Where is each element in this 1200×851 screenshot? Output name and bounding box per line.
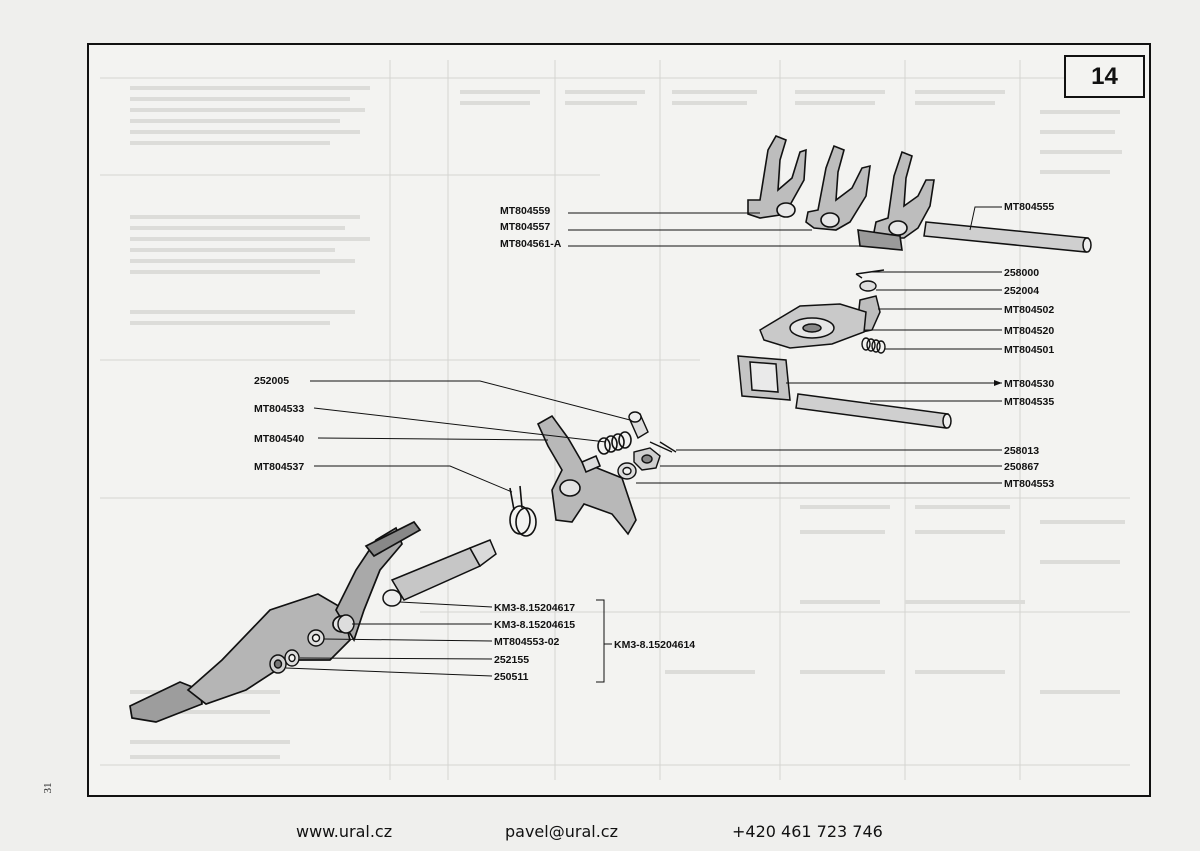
shift-segment-MT804530 <box>737 355 791 401</box>
shift-fork-MT804559 <box>747 134 807 219</box>
callout-label: MT804502 <box>1004 304 1054 316</box>
shift-fork-MT804561-A <box>857 150 935 251</box>
spring-MT804501 <box>861 337 886 354</box>
callout-label: MT804530 <box>1004 378 1054 390</box>
pin-258013 <box>649 441 677 453</box>
shift-fork-MT804557 <box>805 144 871 231</box>
washer-MT804553 <box>617 462 637 480</box>
shaft-MT804535 <box>795 393 952 429</box>
callout-label: 258013 <box>1004 445 1039 457</box>
footer-email: pavel@ural.cz <box>505 822 618 841</box>
callout-label: MT804535 <box>1004 396 1054 408</box>
callout-label: 252155 <box>494 654 529 666</box>
leader-arrowheads <box>994 380 1002 386</box>
callout-label: MT804561-A <box>500 238 562 250</box>
page-number-box: 14 <box>1064 55 1145 98</box>
bushing-KM3-8.15204615 <box>337 614 355 634</box>
callout-label: 250867 <box>1004 461 1039 473</box>
callout-label: MT804540 <box>254 433 304 445</box>
callout-label: 258000 <box>1004 267 1039 279</box>
callout-label: 252005 <box>254 375 289 387</box>
shift-rod-MT804555 <box>923 221 1092 253</box>
nut-250511 <box>269 654 287 674</box>
footer: www.ural.cz pavel@ural.cz +420 461 723 7… <box>0 818 1200 848</box>
callout-label: MT804520 <box>1004 325 1054 337</box>
lever-MT804540 <box>536 414 637 536</box>
callout-label: KM3-8.15204617 <box>494 602 575 614</box>
washer-MT804553-02 <box>307 629 325 647</box>
spring-MT804533 <box>597 431 632 455</box>
selector-plate-MT804520 <box>759 303 867 349</box>
shaft-KM3-8.15204617 <box>382 539 497 607</box>
footer-phone: +420 461 723 746 <box>732 822 883 841</box>
washer-252155 <box>284 649 300 667</box>
callout-label: MT804501 <box>1004 344 1054 356</box>
nut-250867 <box>633 447 661 471</box>
callout-label: MT804553-02 <box>494 636 560 648</box>
assembly-callout-label: KM3-8.15204614 <box>614 639 695 651</box>
callout-label: 250511 <box>494 671 529 683</box>
callout-label: MT804533 <box>254 403 304 415</box>
footer-website: www.ural.cz <box>296 822 393 841</box>
bleed-through-text-blocks <box>130 86 1125 759</box>
callout-label: KM3-8.15204615 <box>494 619 575 631</box>
sleeve-252005 <box>628 411 649 440</box>
callout-label: MT804559 <box>500 205 550 217</box>
page-number: 14 <box>1091 62 1118 90</box>
callout-label: MT804553 <box>1004 478 1054 490</box>
side-page-number: 31 <box>42 782 54 794</box>
callout-label: MT804557 <box>500 221 550 233</box>
washer-252004 <box>859 280 877 292</box>
callout-label: MT804537 <box>254 461 304 473</box>
leader-lines <box>285 206 1002 683</box>
callout-label: 252004 <box>1004 285 1039 297</box>
callout-label: MT804555 <box>1004 201 1054 213</box>
